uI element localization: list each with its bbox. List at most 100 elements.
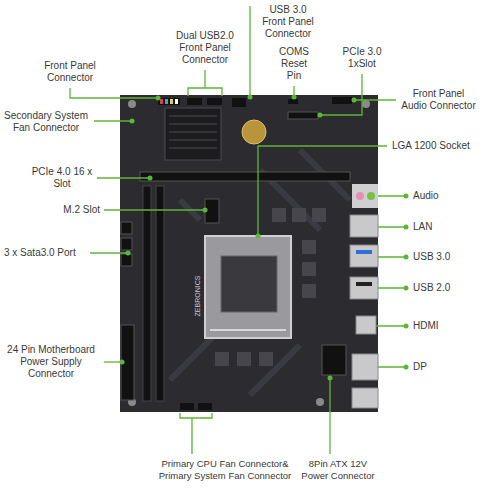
sata-port <box>121 238 132 250</box>
leader-line <box>258 146 387 236</box>
leader-line <box>97 177 150 178</box>
leader-dot <box>404 225 409 230</box>
callout-label: Dual USB2.0 Front Panel Connector <box>170 30 240 66</box>
choke <box>272 208 286 222</box>
callout-label: LGA 1200 Socket <box>392 140 476 152</box>
callout-label: USB 3.0 <box>413 251 473 263</box>
fan-header <box>198 403 212 410</box>
leader-dot <box>404 365 409 370</box>
callout-label: HDMI <box>413 320 473 332</box>
header-pin <box>160 99 163 104</box>
leader-line <box>354 99 396 100</box>
heatsink <box>165 108 221 160</box>
leader-dot <box>404 324 409 329</box>
callout-label: Front Panel Audio Connector <box>400 88 477 112</box>
usb3-tongue <box>356 250 372 254</box>
mount-hole <box>362 100 370 108</box>
callout-label: COMS Reset Pin <box>276 46 312 82</box>
audio-header <box>332 97 352 104</box>
atx12v-connector <box>322 345 346 375</box>
lan-port <box>350 215 378 237</box>
socket-contacts <box>221 256 277 312</box>
dimm-slot <box>143 186 151 401</box>
board <box>120 95 378 412</box>
sata-port <box>121 254 132 266</box>
choke <box>312 208 326 222</box>
leader-line <box>376 196 408 367</box>
callout-label: 8Pin ATX 12V Power Connector <box>298 458 378 481</box>
callout-label: LAN <box>413 221 473 233</box>
io-port <box>352 388 378 408</box>
pcie-x1-slot <box>288 112 318 119</box>
callout-label: DP <box>413 361 473 373</box>
usb2-header <box>207 98 222 105</box>
pcie-x16-slot <box>140 172 350 181</box>
callout-label: Front Panel Connector <box>30 60 110 84</box>
leader-line <box>70 88 158 98</box>
heatsink-fins <box>169 116 217 148</box>
leader-dot <box>404 194 409 199</box>
leader-line <box>180 413 212 454</box>
callout-label: USB 2.0 <box>413 282 473 294</box>
callout-label: PCIe 3.0 1xSlot <box>336 46 388 70</box>
leader-line <box>320 74 362 115</box>
audio-jack <box>356 192 364 200</box>
brand-mark: ZEBRONICS <box>192 266 204 326</box>
usb2-port <box>350 277 378 299</box>
leader-dot <box>318 113 323 118</box>
choke <box>302 262 316 276</box>
audio-jack-block <box>352 184 378 208</box>
board-pattern <box>170 150 350 395</box>
choke <box>292 208 306 222</box>
choke <box>215 352 229 366</box>
choke <box>302 284 316 298</box>
leader-line <box>94 120 132 121</box>
leader-dot <box>328 376 333 381</box>
callout-label: M.2 Slot <box>52 204 100 216</box>
leader-dot <box>248 95 253 100</box>
header-pin <box>165 99 168 104</box>
callout-label: Secondary System Fan Connector <box>2 110 90 134</box>
callout-label: 24 Pin Motherboard Power Supply Connecto… <box>2 344 100 380</box>
usb2-header <box>187 98 202 105</box>
callout-label: Audio <box>413 190 473 202</box>
leader-line <box>249 6 250 97</box>
usb2-tongue <box>356 282 372 286</box>
dp-port <box>352 354 378 380</box>
header-pin <box>175 99 178 104</box>
leader-dot <box>126 251 131 256</box>
cmos-pin <box>288 99 298 104</box>
usb3-header <box>232 98 246 107</box>
leader-dot <box>203 208 208 213</box>
leader-dot <box>130 119 135 124</box>
callout-label: PCIe 4.0 16 x Slot <box>30 166 94 190</box>
leader-dot <box>148 176 153 181</box>
leader-dot <box>404 255 409 260</box>
choke <box>259 352 273 366</box>
leader-dot <box>352 98 357 103</box>
hdmi-port <box>356 316 376 334</box>
leader-dot <box>404 286 409 291</box>
leader-line <box>104 361 122 362</box>
front-panel-header <box>158 98 180 105</box>
leader-dot <box>292 95 297 100</box>
callout-label: USB 3.0 Front Panel Connector <box>259 4 317 40</box>
leader-dot <box>120 360 125 365</box>
header-pin <box>170 99 173 104</box>
choke <box>237 352 251 366</box>
usb3-port <box>350 245 378 267</box>
mount-hole <box>316 398 324 406</box>
cmos-battery <box>242 120 266 144</box>
cpu-socket <box>205 236 291 338</box>
fan-header <box>180 403 194 410</box>
sata-port <box>121 222 132 234</box>
leader-dot <box>156 96 161 101</box>
leader-line <box>90 252 128 253</box>
socket-lever <box>210 329 286 331</box>
dimm-slot <box>156 186 164 401</box>
leader-line <box>188 70 222 96</box>
leader-dot <box>256 234 261 239</box>
choke <box>302 240 316 254</box>
mount-hole <box>128 100 136 108</box>
